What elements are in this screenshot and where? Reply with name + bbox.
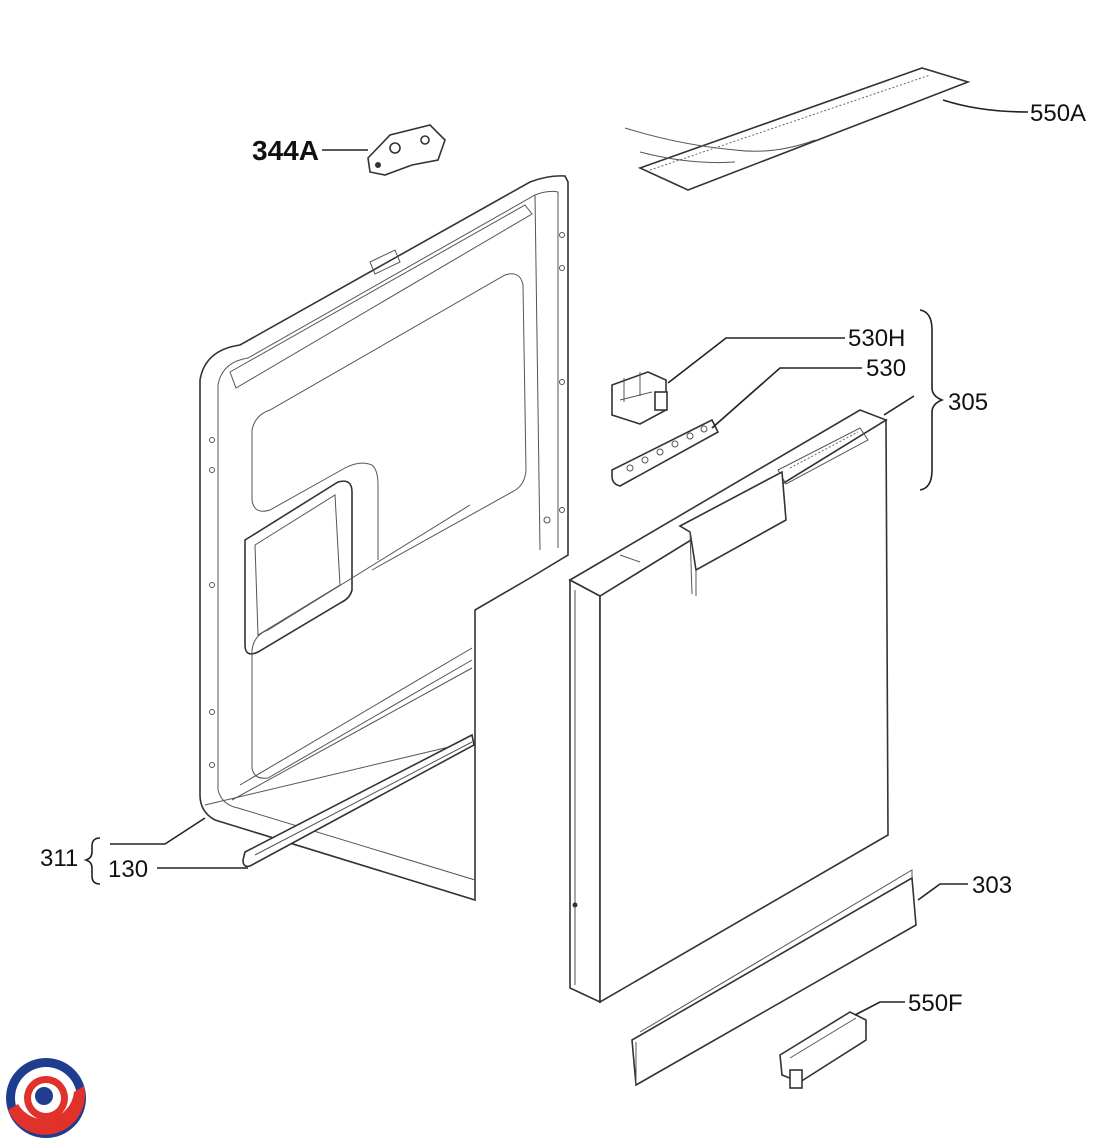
label-344a: 344A (252, 135, 319, 166)
inner-door-panel (199, 175, 569, 902)
bottom-seal-strip (242, 733, 475, 868)
leader-lines (83, 99, 1029, 1016)
label-530h: 530H (848, 325, 905, 352)
label-550a: 550A (1030, 100, 1086, 127)
outer-door-panel (568, 409, 889, 1004)
control-unit-530h (611, 371, 668, 425)
button-strip-530 (611, 418, 720, 487)
top-insulation-sheet (624, 67, 971, 191)
label-550f: 550F (908, 990, 963, 1017)
label-305: 305 (948, 389, 988, 416)
label-530: 530 (866, 355, 906, 382)
hinge-344a (367, 124, 446, 176)
label-303: 303 (972, 872, 1012, 899)
label-130: 130 (108, 856, 148, 883)
kick-plate (631, 869, 917, 1087)
brand-swirl-logo (6, 1058, 86, 1138)
label-311: 311 (40, 845, 78, 872)
handle-550f (779, 1011, 867, 1089)
part-labels: 344A 550A 530H 530 305 311 130 303 550F (40, 100, 1086, 1017)
